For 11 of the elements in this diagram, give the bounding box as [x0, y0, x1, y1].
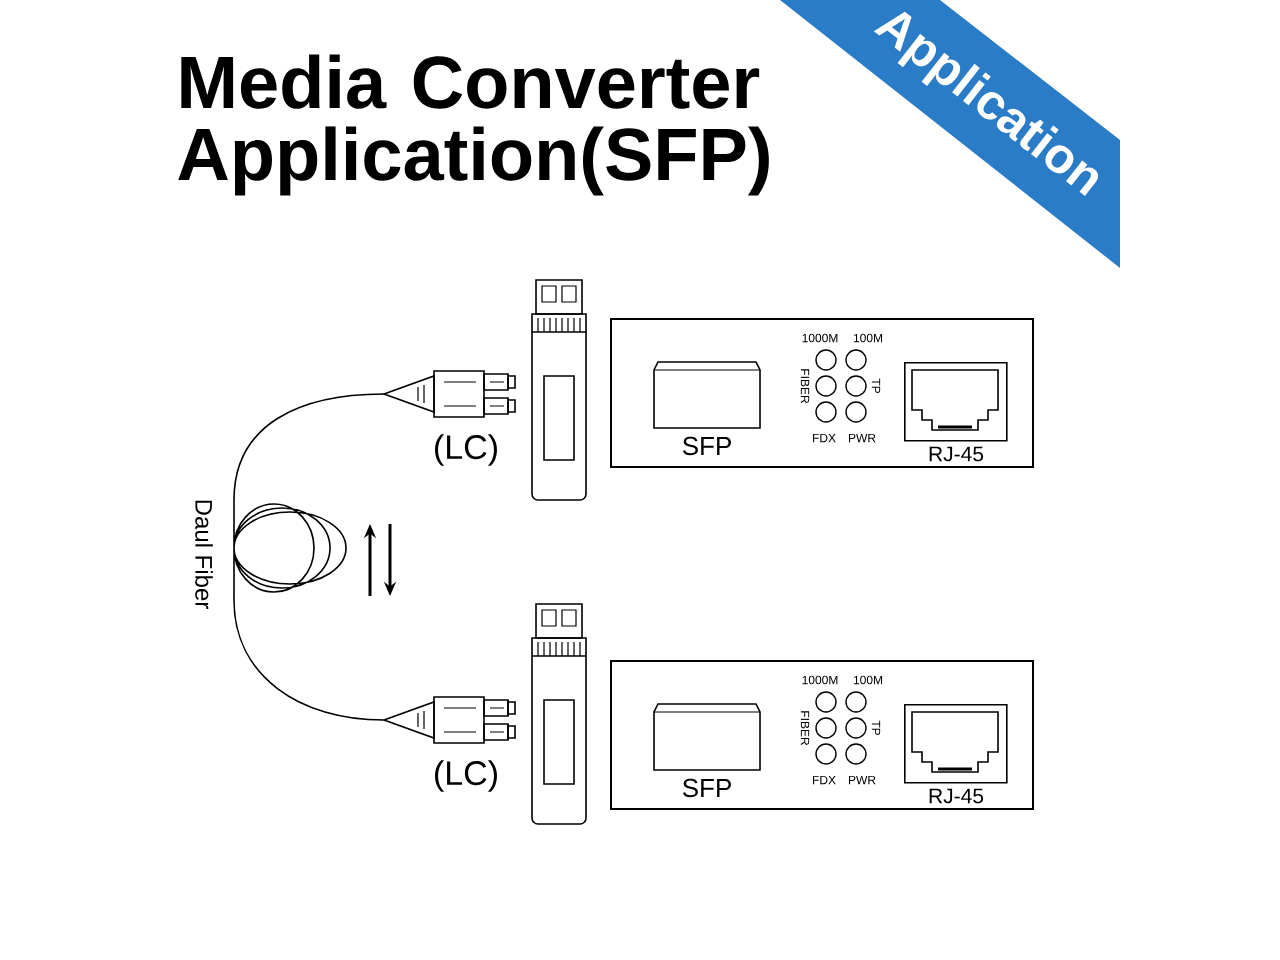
- sfp-module: [531, 279, 587, 501]
- connector-label: (LC): [435, 760, 497, 792]
- sfp-module: [531, 603, 587, 825]
- title: Media Converter Application(SFP): [178, 54, 769, 196]
- edge-label: Daul Fiber: [193, 496, 215, 612]
- port-label: SFP: [682, 436, 731, 456]
- port-label: RJ-45: [929, 446, 984, 462]
- fiber-cable: [233, 393, 385, 721]
- connector-label: (LC): [435, 434, 497, 466]
- port-label: SFP: [682, 778, 731, 798]
- port-label: RJ-45: [929, 788, 984, 804]
